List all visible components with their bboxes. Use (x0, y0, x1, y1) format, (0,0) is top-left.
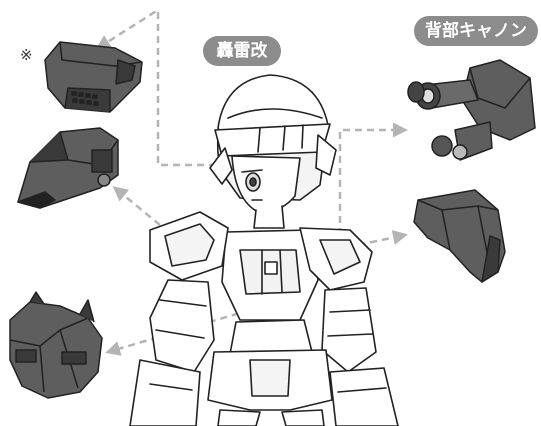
note-mark: ※ (20, 46, 33, 64)
arm-armor-part-icon (9, 291, 103, 399)
leg-armor-part-icon (413, 189, 506, 283)
guide-line-head-to-top-part (95, 7, 240, 167)
guide-line-shoulder-to-part (112, 186, 161, 226)
head-armor-part-icon (44, 41, 143, 113)
robot-girl-figure (129, 74, 399, 426)
back-cannon-label: 背部キャノン (414, 16, 538, 46)
unit-name-label: 轟雷改 (203, 36, 281, 66)
shoulder-armor-part-icon (17, 127, 119, 209)
back-cannon-part-icon (407, 59, 536, 161)
guide-line-back-to-cannon (338, 122, 408, 235)
